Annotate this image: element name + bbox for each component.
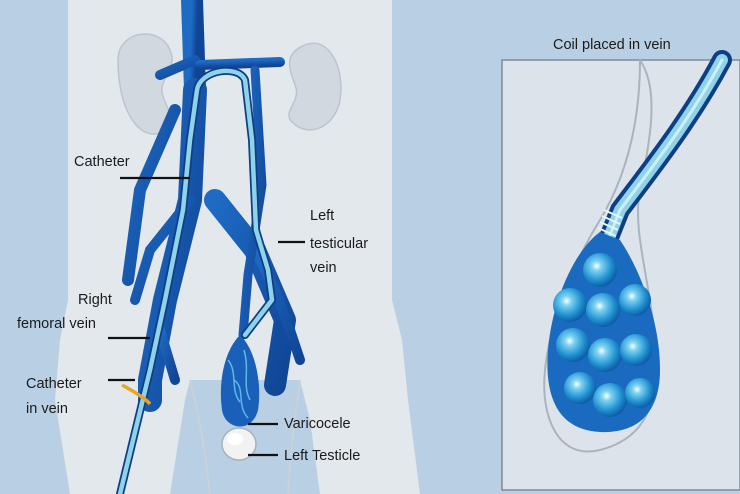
- groin-outline: [189, 379, 301, 494]
- varicocele-cluster: [220, 335, 260, 427]
- label-left-testicular-vein-2: testicular: [310, 236, 368, 252]
- coil-spring: [597, 209, 623, 237]
- inset-title: Coil placed in vein: [553, 37, 671, 53]
- label-left-testicular-vein-3: vein: [310, 260, 337, 276]
- label-catheter-in-vein-2: in vein: [26, 401, 68, 417]
- coil-inset: Coil placed in vein: [501, 37, 740, 491]
- label-varicocele: Varicocele: [284, 416, 351, 432]
- label-right-femoral-vein-2: femoral vein: [17, 316, 96, 332]
- label-left-testicle: Left Testicle: [284, 448, 360, 464]
- left-kidney: [288, 42, 342, 131]
- label-catheter: Catheter: [74, 154, 130, 170]
- guidewire-entry: [121, 383, 152, 406]
- label-right-femoral-vein-1: Right: [78, 292, 112, 308]
- right-kidney: [117, 33, 173, 135]
- leader-lines: [108, 176, 305, 457]
- label-left-testicular-vein-1: Left: [310, 208, 334, 224]
- coil-balls: [553, 253, 655, 417]
- label-catheter-in-vein-1: Catheter: [26, 376, 82, 392]
